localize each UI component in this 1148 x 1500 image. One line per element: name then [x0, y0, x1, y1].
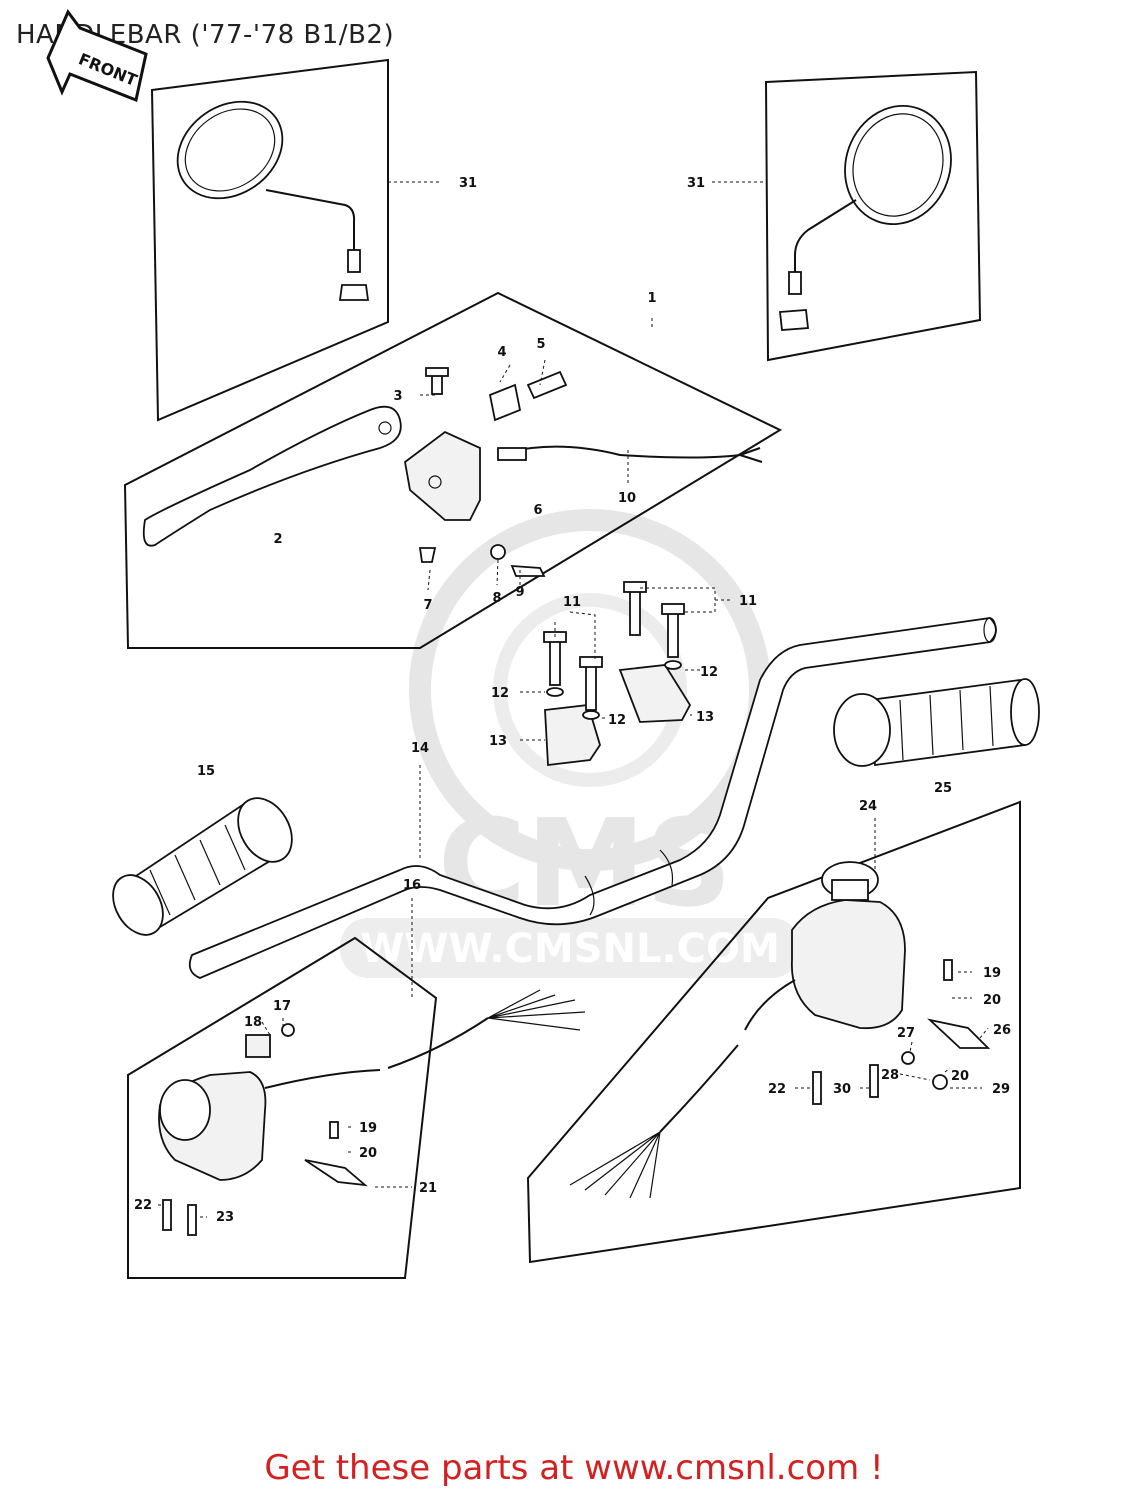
right-mirror-box [712, 70, 982, 362]
callout-16: 16 [403, 878, 421, 893]
callout-6: 6 [533, 503, 542, 518]
callout-12a: 12 [491, 686, 509, 701]
callout-22b: 22 [768, 1082, 786, 1097]
callout-18: 18 [244, 1015, 262, 1030]
callout-13b: 13 [696, 710, 714, 725]
callout-26: 26 [993, 1023, 1011, 1038]
footer-link[interactable]: Get these parts at www.cmsnl.com ! [264, 1448, 884, 1488]
callout-21: 21 [419, 1181, 437, 1196]
callout-14: 14 [411, 741, 429, 756]
handlebar-clamps [543, 581, 692, 767]
left-grip [112, 797, 293, 936]
callout-22a: 22 [134, 1198, 152, 1213]
callout-20c: 20 [951, 1069, 969, 1084]
left-switch-box [127, 936, 586, 1279]
callout-5: 5 [536, 337, 545, 352]
callout-20b: 20 [983, 993, 1001, 1008]
callout-19a: 19 [359, 1121, 377, 1136]
brake-lever-box [123, 291, 783, 649]
callout-24: 24 [859, 799, 877, 814]
callout-17: 17 [273, 999, 291, 1014]
callout-31b: 31 [687, 176, 705, 191]
callout-27: 27 [897, 1026, 915, 1041]
right-switch-box [526, 800, 1021, 1264]
callout-12b: 12 [608, 713, 626, 728]
left-mirror-box [150, 58, 440, 422]
callout-19b: 19 [983, 966, 1001, 981]
callout-11b: 11 [739, 594, 757, 609]
callout-leaders [158, 359, 989, 1218]
callout-13a: 13 [489, 734, 507, 749]
callout-23: 23 [216, 1210, 234, 1225]
callout-1: 1 [647, 291, 656, 306]
callout-20a: 20 [359, 1146, 377, 1161]
watermark-site: WWW.CMSNL.COM [360, 926, 780, 972]
callout-29: 29 [992, 1082, 1010, 1097]
cms-watermark: CMS WWW.CMSNL.COM [340, 509, 800, 978]
callout-7: 7 [423, 598, 432, 613]
callout-3: 3 [393, 389, 402, 404]
callout-2: 2 [273, 532, 282, 547]
callout-15: 15 [197, 764, 215, 779]
callout-28: 28 [881, 1068, 899, 1083]
callout-8: 8 [492, 591, 501, 606]
callout-9: 9 [515, 585, 524, 600]
callout-31a: 31 [459, 176, 477, 191]
handlebar [188, 617, 997, 979]
front-arrow: FRONT [46, 9, 148, 103]
right-grip [833, 678, 1040, 767]
callout-4: 4 [497, 345, 506, 360]
callout-10: 10 [618, 491, 636, 506]
callout-numbers: 1 2 3 4 5 6 7 8 9 10 11 11 12 12 12 13 1… [134, 176, 1011, 1225]
callout-11a: 11 [563, 595, 581, 610]
callout-25: 25 [934, 781, 952, 796]
callout-30: 30 [833, 1082, 851, 1097]
callout-12c: 12 [700, 665, 718, 680]
